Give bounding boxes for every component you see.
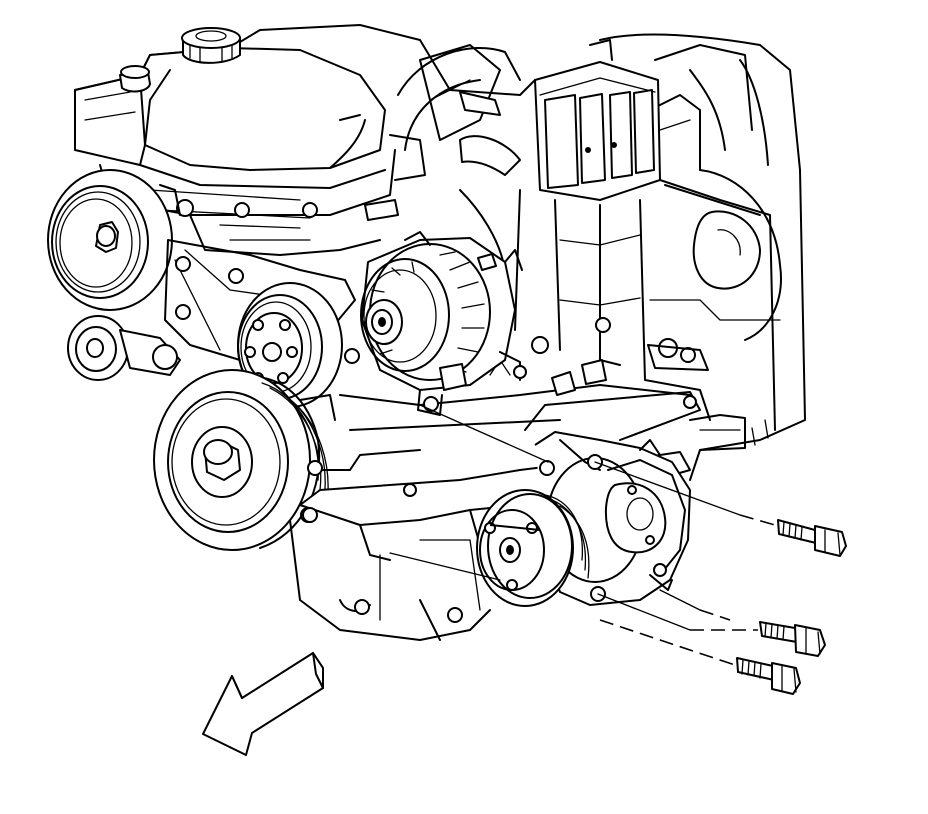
crankshaft-balancer [153, 369, 336, 551]
ignition-coil-pack [534, 61, 661, 201]
compressor-bolt-lower [736, 657, 801, 695]
water-pump-pulley [237, 282, 343, 408]
compressor-bolt-upper [777, 519, 847, 557]
bolt-alignment-lines [389, 404, 776, 666]
sensor-fitting [119, 65, 151, 93]
belt-tensioner [67, 315, 181, 381]
compressor-bolt-middle [759, 621, 826, 657]
generator [360, 231, 527, 416]
oil-filler-cap [181, 27, 241, 64]
front-of-vehicle-arrow [202, 652, 324, 756]
ac-compressor [476, 431, 691, 607]
